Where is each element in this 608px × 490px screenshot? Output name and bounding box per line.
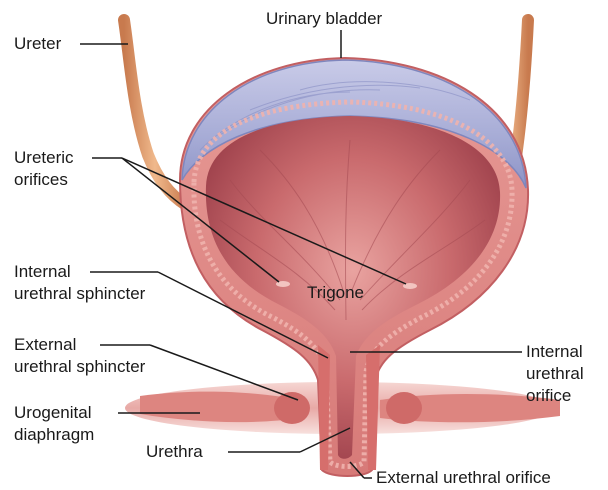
label-external-sphincter-line2: urethral sphincter [14, 357, 145, 377]
label-internal-sphincter-line2: urethral sphincter [14, 284, 145, 304]
label-internal-sphincter-line1: Internal [14, 262, 71, 282]
label-external-sphincter-line1: External [14, 335, 76, 355]
label-external-urethral-orifice: External urethral orifice [376, 468, 551, 488]
label-internal-orifice-line2: urethral [526, 364, 584, 384]
label-ureteric-orifices-line1: Ureteric [14, 148, 74, 168]
label-internal-orifice-line1: Internal [526, 342, 583, 362]
label-urogenital-line2: diaphragm [14, 425, 94, 445]
label-internal-orifice-line3: orifice [526, 386, 571, 406]
ureter-left [124, 20, 186, 205]
label-urogenital-line1: Urogenital [14, 403, 92, 423]
label-urethra: Urethra [146, 442, 203, 462]
label-ureteric-orifices-line2: orifices [14, 170, 68, 190]
label-urinary-bladder: Urinary bladder [266, 9, 382, 29]
label-trigone: Trigone [307, 283, 364, 303]
label-ureter: Ureter [14, 34, 61, 54]
